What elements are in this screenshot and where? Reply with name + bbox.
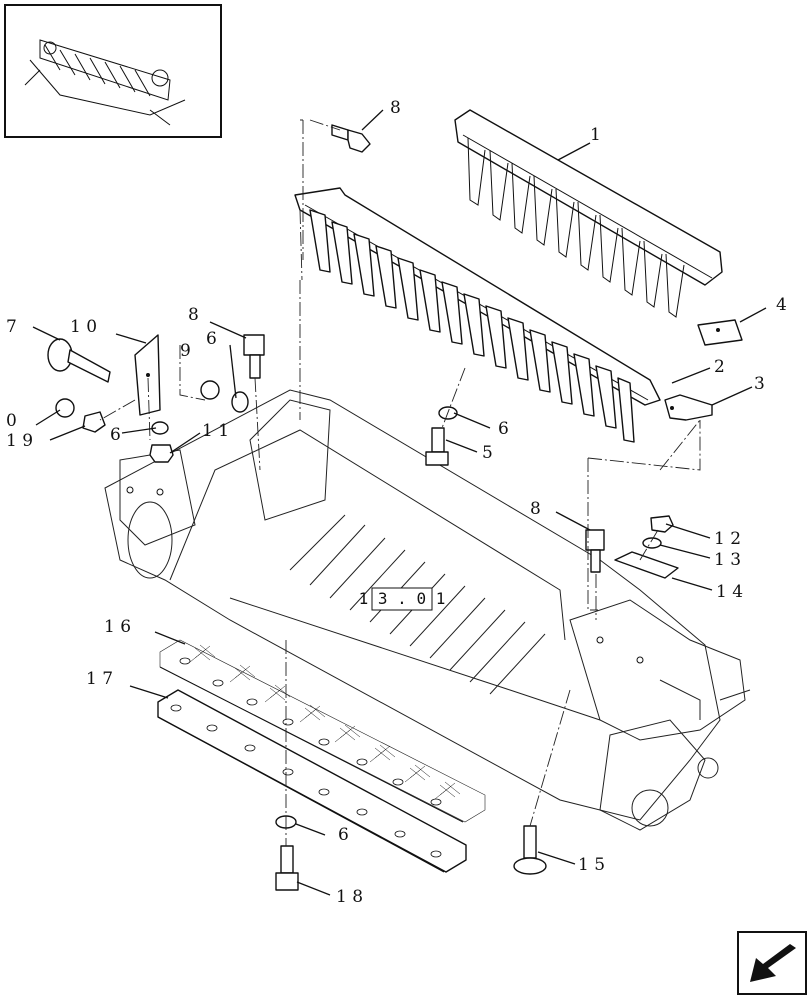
callout-19: 1 9 — [6, 431, 33, 451]
wear-strip-part-17[interactable] — [157, 689, 467, 873]
callout-3: 3 — [754, 374, 765, 394]
callout-6-stripper: 6 — [498, 419, 509, 439]
nut-part-6-b[interactable] — [200, 380, 220, 400]
callout-leaders — [32, 109, 767, 896]
callout-8-top: 8 — [390, 98, 401, 118]
bolt-part-5[interactable] — [425, 427, 449, 466]
bolt-part-8-right[interactable] — [585, 529, 605, 573]
callout-12: 1 2 — [714, 529, 741, 549]
bracket-part-10[interactable] — [134, 334, 161, 416]
callout-18: 1 8 — [336, 887, 363, 907]
callout-6-nut: 6 — [206, 329, 217, 349]
callout-10: 1 0 — [70, 317, 97, 337]
callout-20: 0 — [6, 411, 17, 431]
assembly-center-lines — [99, 119, 701, 846]
callout-4: 4 — [776, 295, 787, 315]
bracket-part-3[interactable] — [664, 394, 713, 421]
comb-assembly-part-1[interactable] — [454, 109, 723, 318]
nut-part-12[interactable] — [650, 515, 674, 533]
assembly-thumbnail-icon[interactable] — [4, 4, 222, 138]
bolt-part-8-left[interactable] — [243, 334, 265, 379]
nut-part-19[interactable] — [82, 411, 106, 433]
carriage-bolt-part-7[interactable] — [47, 338, 111, 383]
callout-13: 1 3 — [714, 550, 741, 570]
callout-1: 1 — [590, 125, 601, 145]
carriage-bolt-part-15[interactable] — [513, 825, 547, 875]
callout-15: 1 5 — [578, 855, 605, 875]
callout-7: 7 — [6, 317, 17, 337]
callout-6-bottom: 6 — [338, 825, 349, 845]
callout-16: 1 6 — [104, 617, 131, 637]
callout-17: 1 7 — [86, 669, 113, 689]
stripper-bar-part-2[interactable] — [294, 187, 661, 443]
previous-page-arrow-icon[interactable] — [737, 931, 807, 995]
callout-8-left: 8 — [188, 305, 199, 325]
callout-2: 2 — [714, 357, 725, 377]
plate-part-14[interactable] — [614, 551, 679, 579]
nut-part-11[interactable] — [149, 444, 174, 463]
washer-part-20[interactable] — [55, 398, 75, 418]
callout-labels: 1 2 3 4 5 6 6 6 6 7 8 8 8 9 1 0 1 1 1 2 … — [6, 98, 787, 907]
callout-11: 1 1 — [202, 421, 229, 441]
callout-6-washer: 6 — [110, 425, 121, 445]
reference-box[interactable]: 1 3 . 0 1 — [359, 587, 446, 611]
reference-box-label: 1 3 . 0 1 — [359, 589, 446, 608]
callout-9: 9 — [180, 341, 191, 361]
wear-strip-part-16[interactable] — [159, 639, 486, 823]
washer-part-6-a[interactable] — [231, 391, 249, 413]
bolt-part-18[interactable] — [275, 845, 299, 891]
washer-part-13[interactable] — [642, 537, 662, 549]
callout-8-right: 8 — [530, 499, 541, 519]
bolt-part-8-top[interactable] — [331, 124, 371, 153]
callout-14: 1 4 — [716, 582, 743, 602]
plate-part-4[interactable] — [697, 319, 743, 346]
callout-5: 5 — [482, 443, 493, 463]
